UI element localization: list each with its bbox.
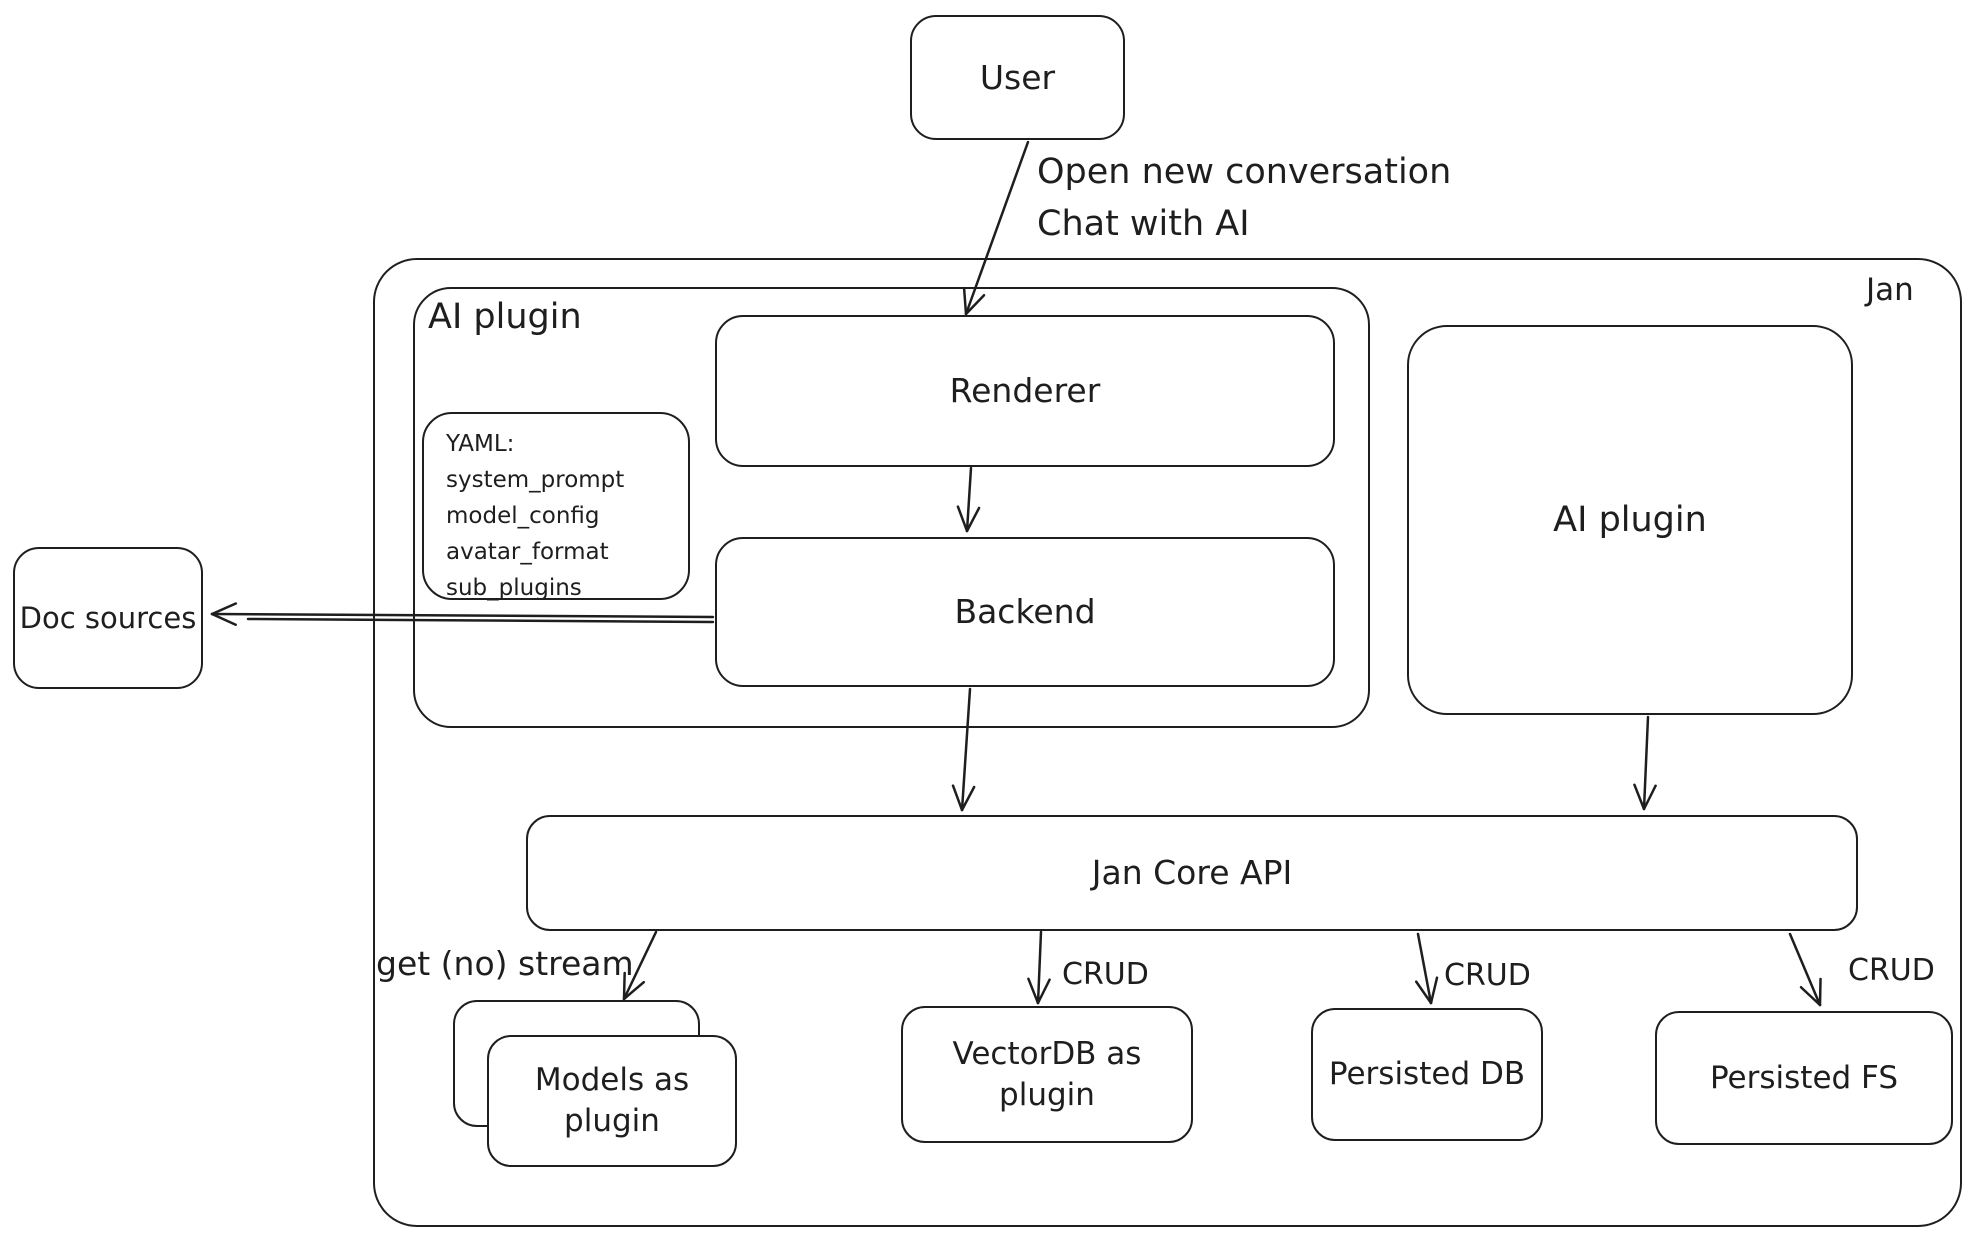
crud-persisted-db-label: CRUD <box>1444 958 1531 993</box>
backend-node: Backend <box>715 537 1335 687</box>
get-no-stream-label: get (no) stream <box>376 944 634 983</box>
models-node: Models as plugin <box>487 1035 737 1167</box>
ai-plugin-container <box>413 287 1370 728</box>
jan-label: Jan <box>1866 272 1914 308</box>
persisted-fs-node: Persisted FS <box>1655 1011 1953 1145</box>
user-arrow-label-line1: Open new conversation <box>1037 152 1452 192</box>
jan-core-api-node: Jan Core API <box>526 815 1858 931</box>
user-arrow-label-line2: Chat with AI <box>1037 204 1250 244</box>
vectordb-label-line1: VectorDB as <box>952 1035 1142 1072</box>
yaml-note-line: model_config <box>446 503 600 529</box>
yaml-note-line: avatar_format <box>446 539 609 565</box>
vectordb-node: VectorDB as plugin <box>901 1006 1193 1143</box>
persisted-fs-label: Persisted FS <box>1709 1059 1899 1096</box>
jan-container <box>373 258 1962 1227</box>
models-label-line2: plugin <box>564 1103 660 1139</box>
user-node-label: User <box>979 57 1056 97</box>
ai-plugin-right-label: AI plugin <box>1553 499 1707 540</box>
yaml-note-line: sub_plugins <box>446 575 582 601</box>
ai-plugin-left-label: AI plugin <box>428 297 582 337</box>
ai-plugin-right-node: AI plugin <box>1407 325 1853 715</box>
doc-sources-label: Doc sources <box>19 600 197 635</box>
persisted-db-label: Persisted DB <box>1328 1056 1526 1093</box>
crud-vectordb-label: CRUD <box>1062 957 1149 992</box>
doc-sources-node: Doc sources <box>13 547 203 689</box>
backend-node-label: Backend <box>954 592 1096 632</box>
vectordb-label-line2: plugin <box>999 1076 1095 1113</box>
yaml-note-line: system_prompt <box>446 467 625 493</box>
user-node: User <box>910 15 1125 140</box>
renderer-node-label: Renderer <box>949 371 1101 411</box>
persisted-db-node: Persisted DB <box>1311 1008 1543 1141</box>
jan-core-api-label: Jan Core API <box>1091 853 1293 893</box>
yaml-note-title: YAML: <box>446 431 515 457</box>
models-label-line1: Models as <box>534 1062 690 1099</box>
crud-persisted-fs-label: CRUD <box>1848 953 1935 988</box>
user-arrow-label: Open new conversation Chat with AI <box>1037 146 1451 250</box>
renderer-node: Renderer <box>715 315 1335 467</box>
yaml-note: YAML: system_prompt model_config avatar_… <box>422 412 690 601</box>
